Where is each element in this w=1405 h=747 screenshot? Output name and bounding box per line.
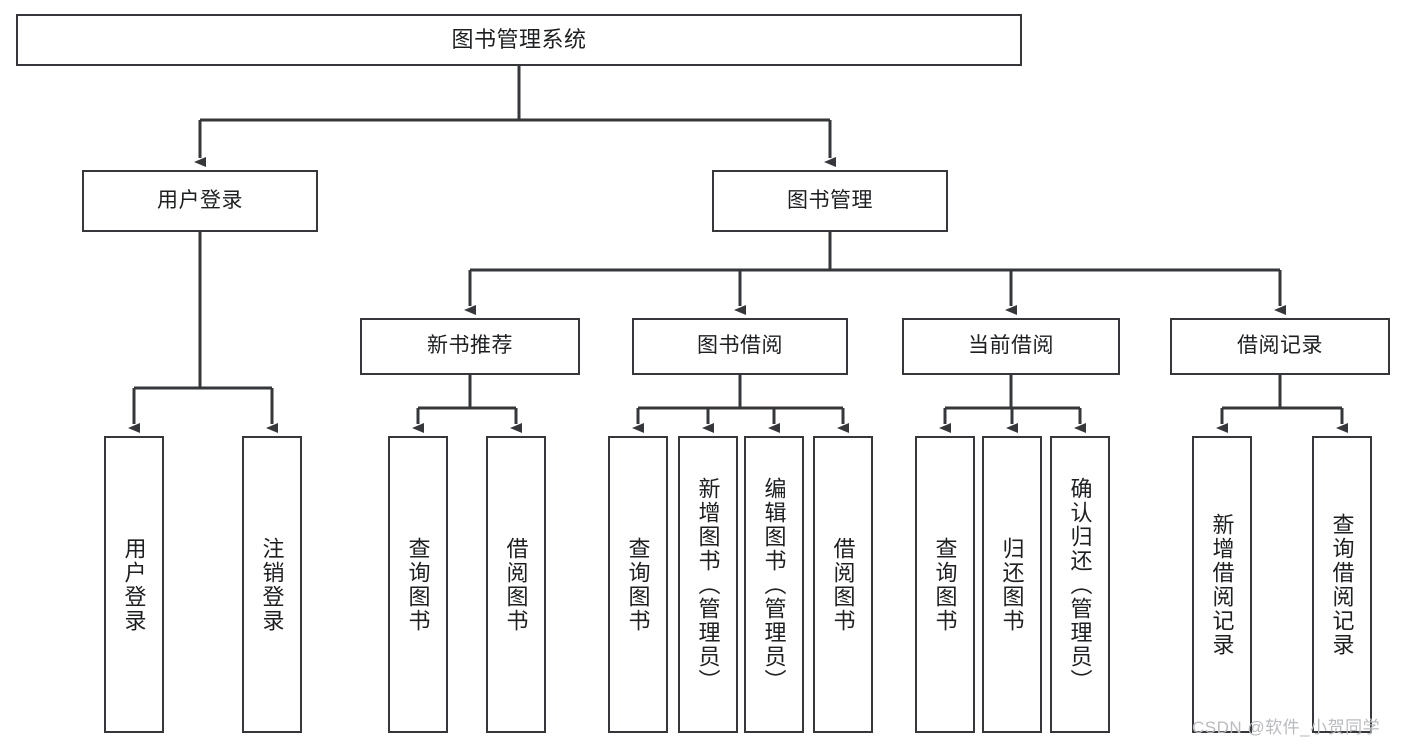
node-leaf-edit-book-label: 编辑图书（管理员） (761, 476, 787, 693)
node-leaf-logout[interactable]: 注销登录 (242, 436, 302, 733)
node-leaf-query-record[interactable]: 查询借阅记录 (1312, 436, 1372, 733)
node-new-book-recommend[interactable]: 新书推荐 (360, 318, 580, 375)
node-book-manage-label: 图书管理 (787, 188, 873, 212)
node-user-login[interactable]: 用户登录 (82, 170, 318, 232)
node-leaf-user-login-label: 用户登录 (121, 536, 147, 633)
node-leaf-query-book-3-label: 查询图书 (932, 536, 958, 633)
node-root-label: 图书管理系统 (451, 27, 587, 53)
node-leaf-query-book-2-label: 查询图书 (625, 536, 651, 633)
node-leaf-borrow-book-2[interactable]: 借阅图书 (813, 436, 873, 733)
node-current-borrow-label: 当前借阅 (968, 334, 1054, 358)
node-leaf-query-book-2[interactable]: 查询图书 (608, 436, 668, 733)
node-leaf-query-book-1-label: 查询图书 (405, 536, 431, 633)
node-leaf-borrow-book-1[interactable]: 借阅图书 (486, 436, 546, 733)
csdn-watermark: CSDN @软件_小贺同学 (1192, 718, 1381, 737)
node-new-book-recommend-label: 新书推荐 (427, 334, 513, 358)
node-book-manage[interactable]: 图书管理 (712, 170, 948, 232)
node-leaf-confirm-return-label: 确认归还（管理员） (1067, 476, 1093, 693)
node-leaf-borrow-book-1-label: 借阅图书 (503, 536, 529, 633)
node-leaf-user-login[interactable]: 用户登录 (104, 436, 164, 733)
node-user-login-label: 用户登录 (157, 188, 243, 212)
node-leaf-add-record-label: 新增借阅记录 (1209, 512, 1235, 657)
node-leaf-add-book[interactable]: 新增图书（管理员） (678, 436, 738, 733)
node-leaf-confirm-return[interactable]: 确认归还（管理员） (1050, 436, 1110, 733)
node-leaf-query-record-label: 查询借阅记录 (1329, 512, 1355, 657)
node-current-borrow[interactable]: 当前借阅 (902, 318, 1120, 375)
node-leaf-add-record[interactable]: 新增借阅记录 (1192, 436, 1252, 733)
node-borrow-record[interactable]: 借阅记录 (1170, 318, 1390, 375)
node-leaf-query-book-1[interactable]: 查询图书 (388, 436, 448, 733)
node-leaf-add-book-label: 新增图书（管理员） (695, 476, 721, 693)
node-leaf-borrow-book-2-label: 借阅图书 (830, 536, 856, 633)
node-book-borrow[interactable]: 图书借阅 (632, 318, 848, 375)
node-root[interactable]: 图书管理系统 (16, 14, 1022, 66)
node-leaf-query-book-3[interactable]: 查询图书 (915, 436, 975, 733)
node-leaf-return-book-label: 归还图书 (999, 536, 1025, 633)
node-book-borrow-label: 图书借阅 (697, 334, 783, 358)
node-leaf-edit-book[interactable]: 编辑图书（管理员） (744, 436, 804, 733)
node-borrow-record-label: 借阅记录 (1237, 334, 1323, 358)
node-leaf-return-book[interactable]: 归还图书 (982, 436, 1042, 733)
node-leaf-logout-label: 注销登录 (259, 536, 285, 633)
